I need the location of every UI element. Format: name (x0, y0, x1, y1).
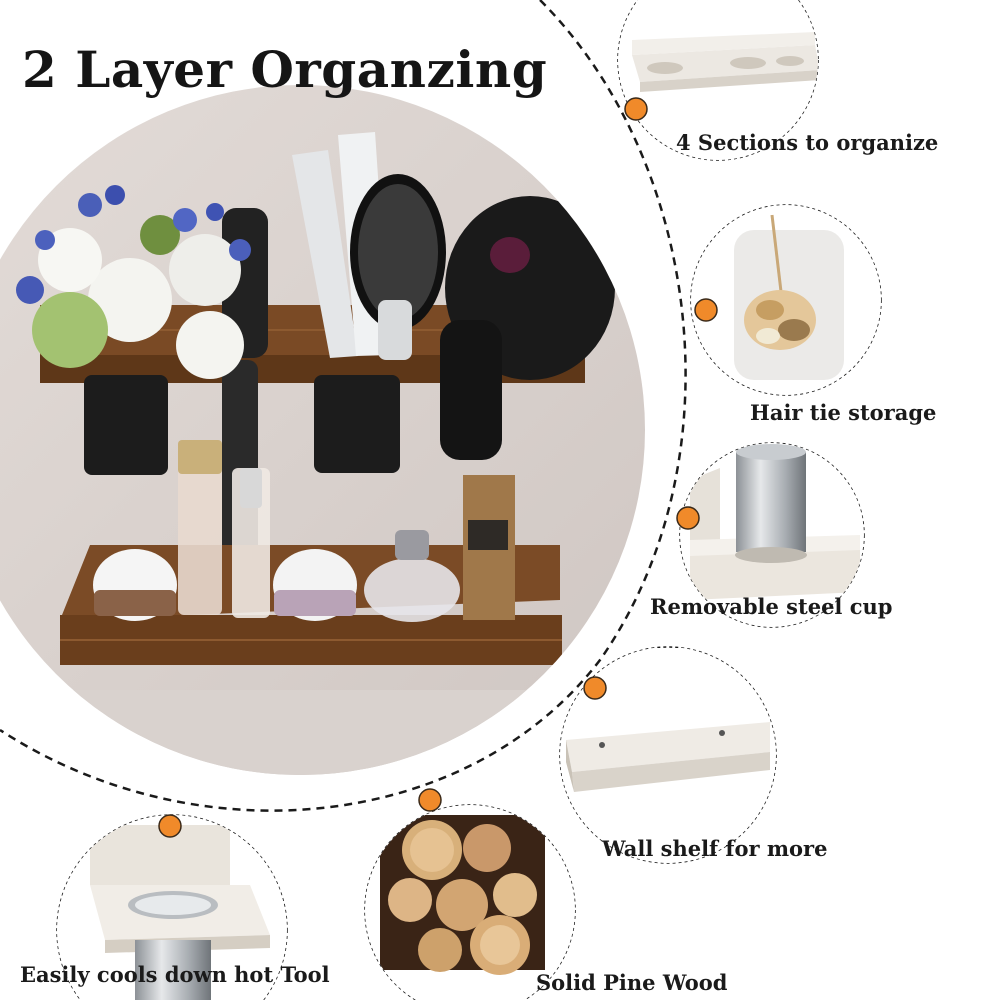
steel-cup-photo (680, 443, 864, 627)
feature-label-cools-down: Easily cools down hot Tool (20, 962, 330, 987)
connector-dots (158, 97, 718, 838)
connector-dot-cup (676, 506, 700, 530)
connector-dot-pine (418, 788, 442, 812)
main-product-photo (0, 85, 645, 775)
wall-shelf-photo (560, 648, 776, 863)
feature-label-steel-cup: Removable steel cup (650, 594, 893, 619)
feature-label-pine-wood: Solid Pine Wood (536, 970, 728, 995)
hair-tie-photo (691, 205, 881, 395)
connector-dot-cools (158, 814, 182, 838)
feature-label-sections: 4 Sections to organize (676, 130, 939, 155)
feature-label-hair-tie: Hair tie storage (750, 400, 937, 425)
pine-wood-photo (365, 805, 575, 1000)
connector-dot-sections (624, 97, 648, 121)
cool-tool-cup-photo (57, 815, 287, 1000)
page-title: 2 Layer Organzing (22, 40, 548, 99)
shelf-sections-photo (618, 0, 818, 160)
connector-dashed-arc (0, 0, 687, 812)
feature-label-wall-shelf: Wall shelf for more (602, 836, 828, 861)
connector-dot-hairtie (694, 298, 718, 322)
connector-dot-shelf (583, 676, 607, 700)
